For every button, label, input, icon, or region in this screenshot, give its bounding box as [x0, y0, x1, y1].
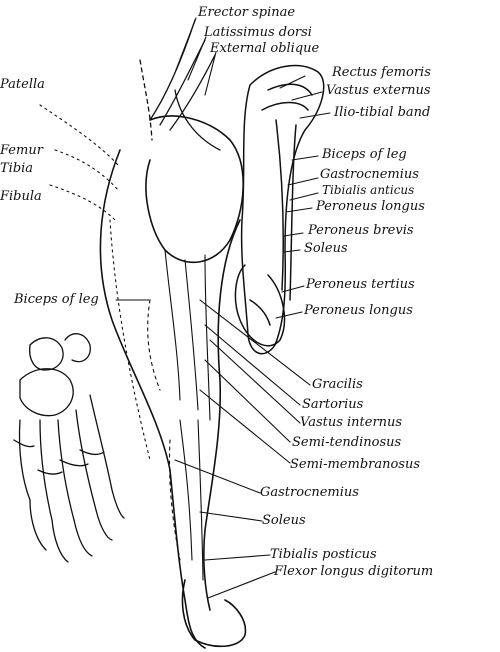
foot-skeleton — [14, 334, 124, 562]
label-vastus-internus: Vastus internus — [300, 416, 402, 430]
leader-lines — [116, 18, 330, 598]
bone-traces — [40, 105, 150, 460]
label-external-oblique: External oblique — [210, 42, 319, 56]
label-peroneus-longus-upper: Peroneus longus — [316, 200, 425, 214]
label-peroneus-longus-lower: Peroneus longus — [304, 304, 413, 318]
label-ilio-tibial-band: Ilio-tibial band — [334, 106, 430, 120]
label-tibialis-anticus: Tibialis anticus — [322, 184, 414, 197]
label-sartorius: Sartorius — [302, 398, 363, 412]
label-soleus-upper: Soleus — [304, 242, 348, 256]
label-gracilis: Gracilis — [312, 378, 363, 392]
label-semi-membranosus: Semi-membranosus — [290, 458, 420, 472]
label-latissimus-dorsi: Latissimus dorsi — [204, 26, 312, 40]
label-tibialis-posticus: Tibialis posticus — [270, 548, 377, 562]
leg-outline — [100, 116, 245, 648]
label-patella: Patella — [0, 78, 45, 92]
label-flexor-longus-digitorum: Flexor longus digitorum — [274, 565, 433, 579]
label-gastrocnemius-upper: Gastrocnemius — [320, 168, 419, 182]
muscle-strands — [148, 250, 210, 580]
label-peroneus-tertius: Peroneus tertius — [306, 278, 415, 292]
label-rectus-femoris: Rectus femoris — [332, 66, 431, 80]
label-femur: Femur — [0, 144, 43, 158]
label-semi-tendinosus: Semi-tendinosus — [292, 436, 401, 450]
label-soleus-lower: Soleus — [262, 514, 306, 528]
label-gastrocnemius-lower: Gastrocnemius — [260, 486, 359, 500]
label-biceps-of-leg-right: Biceps of leg — [322, 148, 407, 162]
label-tibia: Tibia — [0, 162, 33, 176]
label-fibula: Fibula — [0, 190, 42, 204]
label-vastus-externus: Vastus externus — [326, 84, 431, 98]
label-biceps-of-leg-left: Biceps of leg — [14, 293, 99, 307]
label-erector-spinae: Erector spinae — [198, 6, 295, 20]
label-peroneus-brevis: Peroneus brevis — [308, 224, 414, 238]
